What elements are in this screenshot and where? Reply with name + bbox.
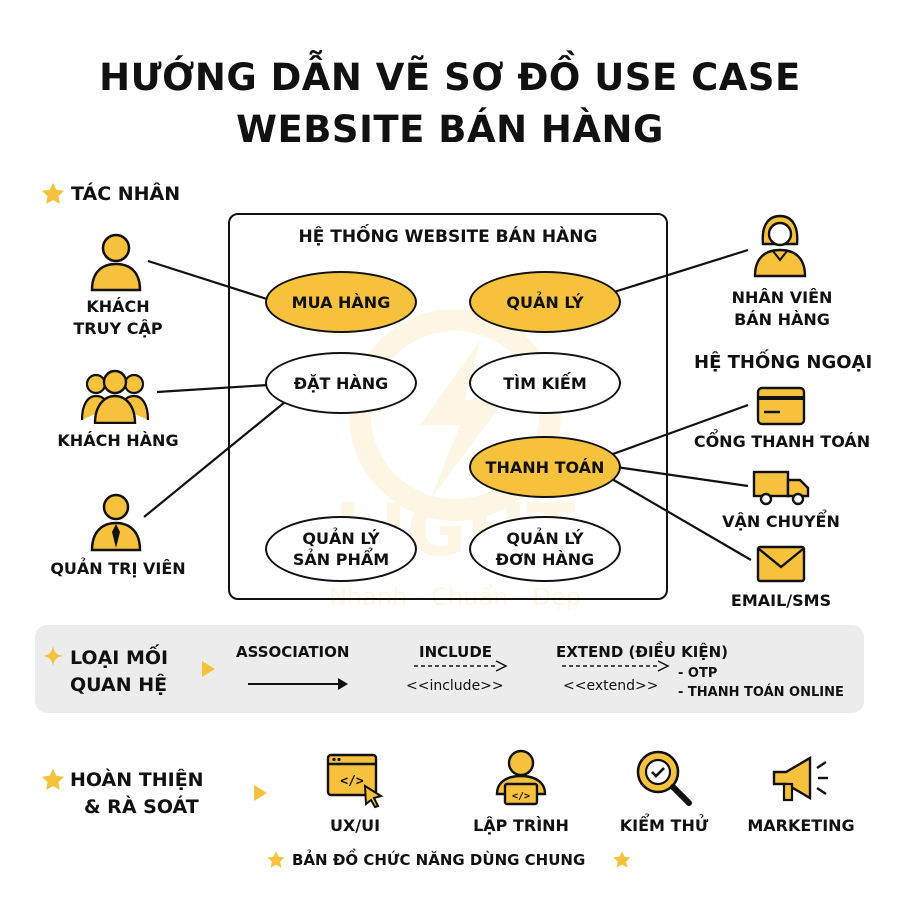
- actor-khach-hang-label: KHÁCH HÀNG: [57, 431, 179, 450]
- megaphone-icon: [772, 755, 828, 802]
- include-label: INCLUDE: [419, 643, 493, 661]
- star-icon: [613, 851, 631, 868]
- usecase-tim-kiem[interactable]: TÌM KIẾM: [469, 352, 621, 414]
- svg-text:</>: </>: [512, 791, 530, 802]
- review-item-kiem-thu: KIỂM THỬ: [619, 816, 709, 835]
- star-icon: [41, 182, 65, 204]
- developer-icon: </>: [495, 749, 547, 806]
- line-quan-ly-nhan-vien: [613, 248, 749, 294]
- saleswoman-icon: [753, 214, 807, 278]
- star-icon: [267, 851, 285, 868]
- watermark-slogan: Nhanh - Chuẩn - Đẹp: [329, 583, 581, 611]
- star-icon: [41, 768, 65, 790]
- relations-panel: [35, 625, 864, 713]
- usecase-mua-hang[interactable]: MUA HÀNG: [265, 271, 417, 333]
- usecase-dat-hang[interactable]: ĐẶT HÀNG: [265, 352, 417, 414]
- magnifier-check-icon: [636, 750, 692, 806]
- usecase-quan-ly[interactable]: QUẢN LÝ: [469, 271, 621, 333]
- envelope-icon: [756, 545, 806, 583]
- review-item-lap-trinh: LẬP TRÌNH: [473, 816, 569, 835]
- include-arrow-icon: [414, 660, 508, 672]
- usecase-thanh-toan[interactable]: THANH TOÁN: [469, 436, 621, 498]
- association-label: ASSOCIATION: [236, 643, 350, 661]
- actor-cong-thanh-toan-label: CỔNG THANH TOÁN: [693, 432, 871, 451]
- line-thanh-toan-van-chuyen: [615, 465, 749, 488]
- review-item-marketing: MARKETING: [747, 816, 855, 835]
- extend-arrow-icon: [562, 660, 670, 672]
- external-systems-header: HỆ THỐNG NGOẠI: [694, 352, 873, 373]
- review-pointer-icon: [254, 785, 267, 801]
- sparkle-icon: [42, 645, 64, 667]
- page-title-line-1: HƯỚNG DẪN VẼ SƠ ĐỒ USE CASE: [99, 56, 801, 99]
- svg-text:</>: </>: [340, 774, 364, 789]
- actors-header: TÁC NHÂN: [71, 183, 181, 205]
- line-quan-tri-dat-hang: [143, 401, 286, 518]
- review-label: HOÀN THIỆN& RÀ SOÁT: [70, 769, 204, 818]
- line-thanh-toan-cong: [612, 403, 749, 456]
- credit-card-icon: [756, 386, 806, 426]
- actor-email-sms-label: EMAIL/SMS: [730, 591, 832, 610]
- actor-quan-tri-vien-label: QUẢN TRỊ VIÊN: [50, 559, 186, 578]
- association-arrow-icon: [248, 678, 348, 690]
- admin-icon: [90, 493, 142, 552]
- page-title-line-2: WEBSITE BÁN HÀNG: [236, 108, 664, 151]
- footer-caption: BẢN ĐỒ CHỨC NĂNG DÙNG CHUNG: [292, 851, 586, 869]
- extend-tag: <<extend>>: [563, 678, 659, 694]
- user-group-icon: [80, 369, 150, 424]
- user-icon: [90, 233, 142, 292]
- truck-icon: [752, 470, 810, 506]
- line-thanh-toan-email: [611, 478, 752, 561]
- extend-condition-otp: - OTP: [678, 666, 718, 681]
- line-khach-truy-cap-mua-hang: [147, 259, 271, 302]
- system-boundary: [228, 213, 668, 600]
- system-title: HỆ THỐNG WEBSITE BÁN HÀNG: [298, 227, 598, 247]
- actor-van-chuyen-label: VẬN CHUYỂN: [722, 512, 840, 531]
- extend-label: EXTEND (ĐIỀU KIỆN): [556, 643, 729, 661]
- line-khach-hang-dat-hang: [156, 383, 269, 394]
- include-tag: <<include>>: [406, 678, 504, 694]
- code-window-icon: </>: [326, 753, 384, 809]
- relations-pointer-icon: [202, 661, 215, 677]
- extend-condition-online: - THANH TOÁN ONLINE: [678, 685, 844, 700]
- review-item-ux-ui: UX/UI: [329, 816, 381, 835]
